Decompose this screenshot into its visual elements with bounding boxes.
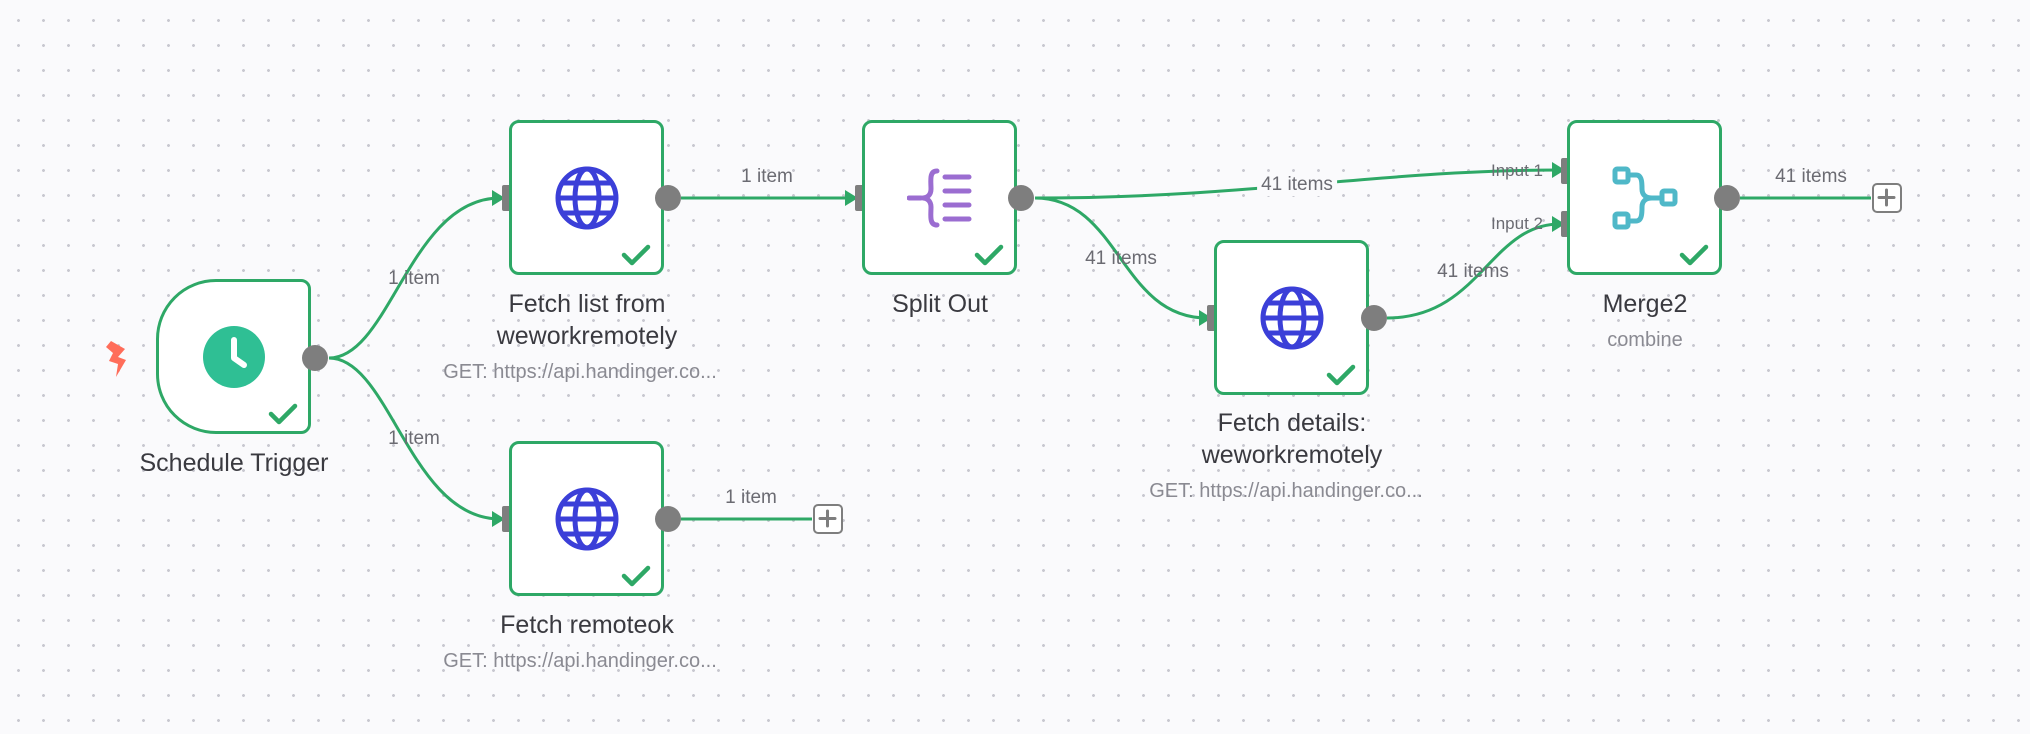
edge-label-trigger-to-fetch-remoteok: 1 item: [388, 428, 440, 449]
connection-fetch-details-to-merge-input-2[interactable]: [1386, 222, 1561, 320]
trigger-bolt-icon: [106, 341, 126, 377]
edge-label-trigger-to-fetch-list: 1 item: [388, 268, 440, 289]
globe-icon: [555, 487, 618, 550]
edge-label-split-out-to-fetch-details: 41 items: [1085, 248, 1157, 269]
node-title: Merge2: [1602, 290, 1688, 318]
node-title: Fetch details: weworkremotely: [1201, 409, 1383, 469]
clock-icon: [202, 325, 265, 388]
arrowhead: [492, 190, 505, 206]
output-port[interactable]: [302, 345, 328, 371]
node-subtitle: combine: [1607, 329, 1683, 351]
edge-label-fetch-remoteok-out: 1 item: [725, 487, 777, 508]
output-port[interactable]: [655, 185, 681, 211]
success-check-icon: [1326, 364, 1356, 386]
add-node-button[interactable]: [813, 504, 843, 534]
node-title: Fetch list from weworkremotely: [496, 290, 678, 350]
arrowhead: [845, 190, 858, 206]
node-subtitle: GET: https://api.handinger.co...: [443, 361, 717, 383]
success-check-icon: [1679, 244, 1709, 266]
globe-icon: [1260, 286, 1323, 349]
output-port[interactable]: [655, 506, 681, 532]
success-check-icon: [268, 403, 298, 425]
edge-label-fetch-details-to-merge: 41 items: [1437, 261, 1509, 282]
node-merge2[interactable]: [1567, 120, 1722, 275]
globe-icon: [555, 166, 618, 229]
add-node-button[interactable]: [1872, 183, 1902, 213]
connection-trigger-to-fetch-list[interactable]: [328, 196, 501, 360]
merge-icon: [1612, 166, 1677, 229]
success-check-icon: [621, 565, 651, 587]
node-title: Schedule Trigger: [139, 449, 329, 477]
connection-trigger-to-fetch-remoteok[interactable]: [328, 356, 501, 521]
output-port[interactable]: [1008, 185, 1034, 211]
plus-icon: [818, 509, 837, 528]
arrowhead: [1552, 162, 1565, 178]
plus-icon: [1877, 188, 1896, 207]
arrowhead: [1199, 310, 1212, 326]
node-schedule-trigger[interactable]: [156, 279, 311, 434]
connection-split-out-to-fetch-details[interactable]: [1034, 196, 1208, 320]
success-check-icon: [974, 244, 1004, 266]
output-port[interactable]: [1714, 185, 1740, 211]
node-split-out[interactable]: [862, 120, 1017, 275]
node-fetch-details-weworkremotely[interactable]: [1214, 240, 1369, 395]
arrowhead: [1552, 216, 1565, 232]
node-fetch-remoteok[interactable]: [509, 441, 664, 596]
edge-label-merge-out: 41 items: [1775, 166, 1847, 187]
edge-label-split-out-to-merge: 41 items: [1257, 174, 1337, 196]
node-fetch-list-weworkremotely[interactable]: [509, 120, 664, 275]
merge-input-2-label: Input 2: [1491, 214, 1543, 233]
output-port[interactable]: [1361, 305, 1387, 331]
node-title: Fetch remoteok: [500, 611, 674, 639]
node-title: Split Out: [892, 290, 988, 318]
success-check-icon: [621, 244, 651, 266]
node-subtitle: GET: https://api.handinger.co...: [1149, 480, 1423, 502]
edge-label-fetch-list-to-split-out: 1 item: [741, 166, 793, 187]
node-subtitle: GET: https://api.handinger.co...: [443, 650, 717, 672]
merge-input-1-label: Input 1: [1491, 161, 1543, 180]
arrowhead: [492, 511, 505, 527]
split-out-icon: [906, 168, 971, 227]
